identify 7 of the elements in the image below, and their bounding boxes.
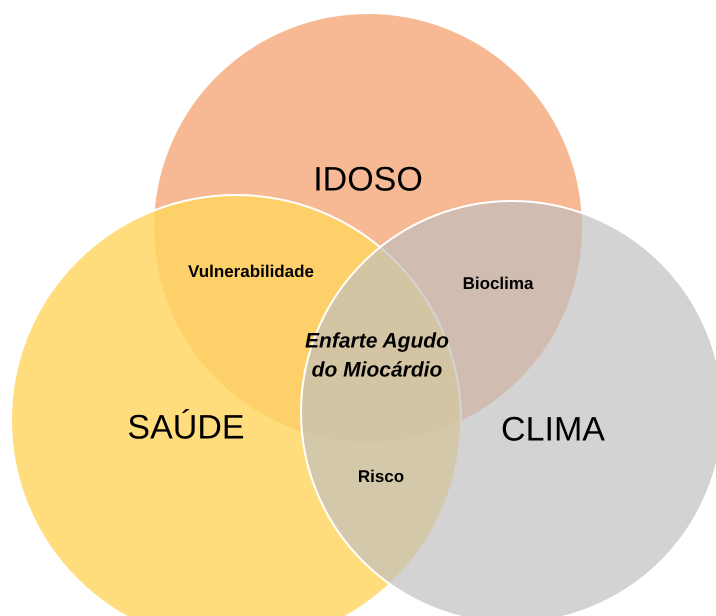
center-overlap-label: Enfarte Agudo do Miocárdio [304,328,450,384]
set-label: SAÚDE [127,408,245,448]
set-label: CLIMA [501,410,605,450]
set-label: IDOSO [313,160,423,200]
overlap-label: Bioclima [462,274,534,294]
overlap-label: Risco [356,467,406,487]
overlap-label: Vulnerabilidade [187,262,315,282]
